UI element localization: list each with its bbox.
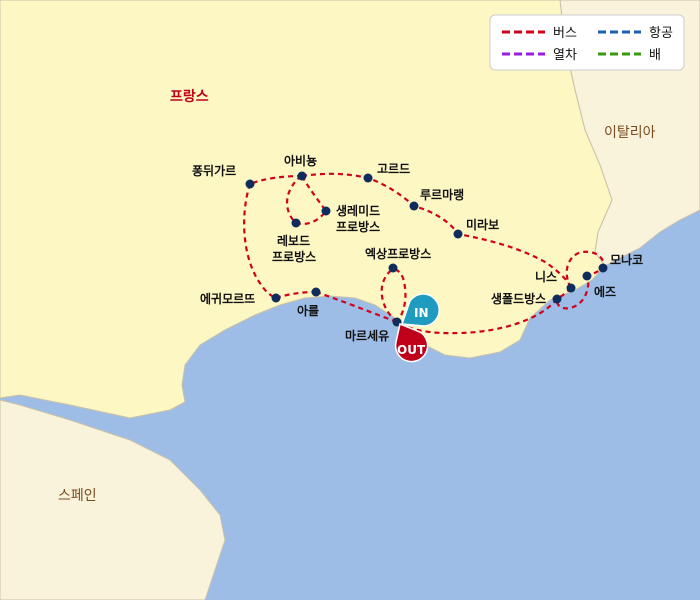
pin-out-label: OUT — [397, 343, 426, 357]
legend-box — [489, 14, 685, 71]
legend-air-label: 항공 — [649, 26, 673, 41]
label-pontdugard: 퐁뒤가르 — [192, 163, 236, 178]
dot-eze — [582, 271, 592, 281]
label-saint-paul: 생폴드방스 — [491, 291, 546, 306]
dot-lourmarin — [409, 201, 419, 211]
pin-in: IN — [400, 293, 440, 327]
country-label-italy: 이탈리아 — [604, 125, 656, 141]
legend-train-label: 열차 — [553, 48, 577, 63]
pin-in-shape — [400, 293, 440, 327]
place-labels: 퐁뒤가르 아비뇽 고르드 루르마랭 생레미드 프로방스 레보드 프로방스 미라보… — [192, 153, 643, 343]
label-nice: 니스 — [535, 269, 557, 284]
label-saint-remy-1: 생레미드 — [336, 203, 380, 218]
label-les-baux-2: 프로방스 — [272, 249, 316, 264]
dot-aigues-mortes — [271, 293, 281, 303]
legend-bus-label: 버스 — [553, 26, 577, 41]
country-label-spain: 스페인 — [58, 488, 97, 504]
route-nice-monaco-eze-loop — [555, 250, 605, 310]
pin-out: OUT — [394, 322, 429, 363]
route-pontdugard-aigues — [243, 183, 277, 300]
spain-land — [0, 399, 226, 600]
dot-monaco — [598, 263, 608, 273]
label-lourmarin: 루르마랭 — [420, 187, 464, 202]
country-label-france: 프랑스 — [170, 89, 209, 105]
label-aigues-mortes: 에귀모르뜨 — [200, 291, 255, 306]
legend: 버스 항공 열차 배 — [489, 14, 685, 71]
dot-mirabeau — [453, 229, 463, 239]
dot-saint-paul — [552, 294, 562, 304]
legend-ship-label: 배 — [649, 48, 661, 63]
label-les-baux-1: 레보드 — [277, 233, 310, 248]
dot-aix — [388, 263, 398, 273]
label-avignon: 아비뇽 — [284, 153, 317, 168]
dot-saint-remy — [321, 206, 331, 216]
route-avignon-gordes-lourmarin-mirabeau — [301, 172, 573, 289]
dot-avignon — [297, 171, 307, 181]
label-saint-remy-2: 프로방스 — [336, 219, 380, 234]
route-marseille-aix-loop — [380, 268, 407, 323]
pin-in-label: IN — [414, 306, 429, 320]
label-mirabeau: 미라보 — [466, 217, 499, 232]
dot-nice — [566, 283, 576, 293]
label-arles: 아를 — [297, 303, 319, 318]
label-marseille: 마르세유 — [345, 328, 389, 343]
dot-pontdugard — [245, 179, 255, 189]
pin-out-shape — [394, 322, 429, 363]
label-eze: 에즈 — [594, 284, 616, 299]
label-gordes: 고르드 — [377, 162, 410, 176]
label-monaco: 모나코 — [610, 252, 643, 267]
dot-arles — [311, 287, 321, 297]
dot-les-baux — [291, 218, 301, 228]
label-aix: 엑상프로방스 — [365, 246, 431, 261]
dot-gordes — [363, 173, 373, 183]
